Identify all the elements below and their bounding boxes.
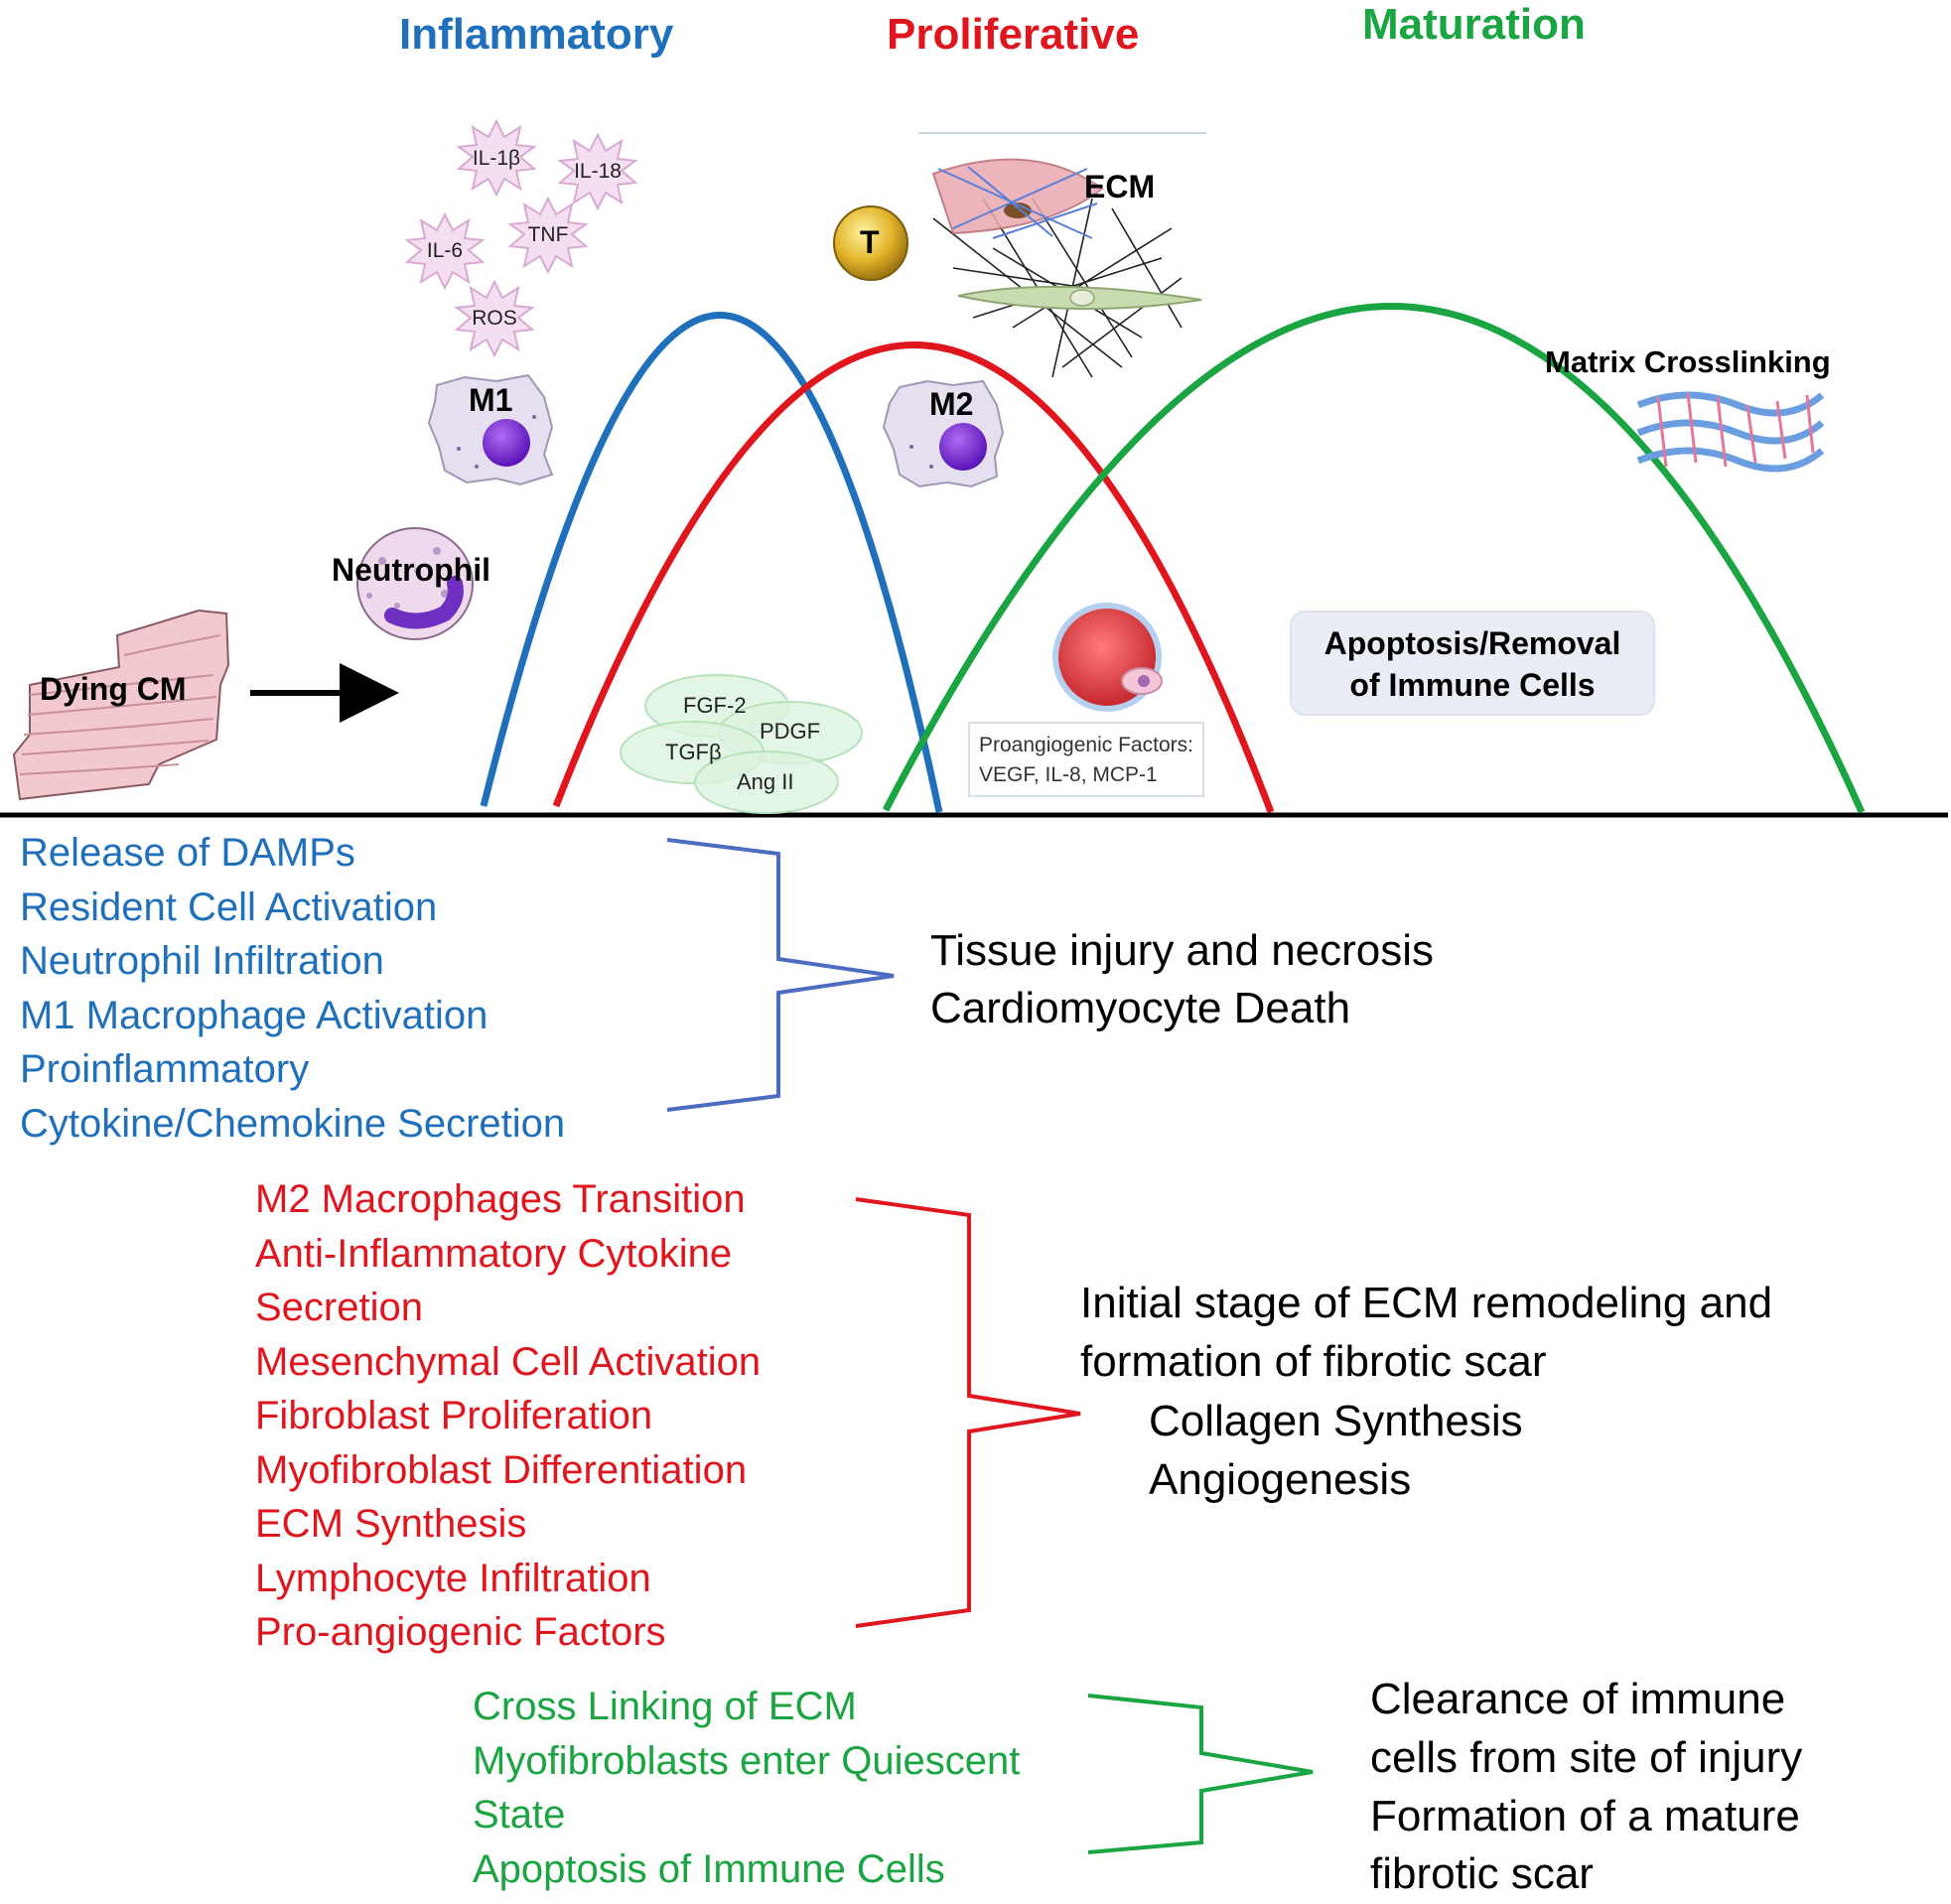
maturation-bracket — [1087, 1694, 1314, 1854]
matrix-crosslinking-label: Matrix Crosslinking — [1545, 344, 1831, 379]
maturation-events-list: Cross Linking of ECM Myofibroblasts ente… — [473, 1680, 1020, 1896]
proliferative-events-list: M2 Macrophages Transition Anti-Inflammat… — [255, 1172, 761, 1660]
phase-title-maturation: Maturation — [1362, 0, 1586, 49]
neutrophil-label: Neutrophil — [332, 552, 490, 588]
list-item: Myofibroblast Differentiation — [255, 1447, 748, 1492]
cytokine-label: IL-6 — [426, 239, 464, 262]
growth-factor-label: TGFβ — [665, 740, 722, 764]
t-cell-illustration — [833, 205, 908, 281]
proliferative-curve — [552, 341, 1275, 814]
growth-factor-label: Ang II — [737, 769, 794, 794]
ecm-label: ECM — [1084, 169, 1156, 204]
list-item: Secretion — [255, 1286, 423, 1329]
proliferative-bracket — [855, 1197, 1081, 1628]
maturation-outcome-line4: fibrotic scar — [1370, 1849, 1594, 1898]
maturation-outcome-line1: Clearance of immune — [1370, 1675, 1786, 1723]
proangiogenic-title: Proangiogenic Factors: — [979, 734, 1193, 756]
apoptosis-box — [1290, 611, 1655, 716]
dying-cm-label: Dying CM — [40, 671, 187, 707]
list-item: Neutrophil Infiltration — [20, 939, 384, 983]
m2-macrophage-illustration — [882, 379, 1005, 488]
maturation-outcome-line3: Formation of a mature — [1370, 1792, 1800, 1840]
inflammatory-curve — [480, 312, 943, 813]
m1-label: M1 — [469, 382, 513, 418]
list-item: Cross Linking of ECM — [473, 1685, 857, 1728]
inflammatory-bracket — [666, 838, 895, 1112]
list-item: M2 Macrophages Transition — [255, 1177, 746, 1221]
phase-title-proliferative: Proliferative — [887, 10, 1140, 59]
list-item: Cytokine/Chemokine Secretion — [20, 1101, 566, 1146]
inflammatory-events-list: Release of DAMPs Resident Cell Activatio… — [20, 826, 565, 1151]
growth-factor-label: FGF-2 — [683, 693, 747, 718]
maturation-outcome-line2: cells from site of injury — [1370, 1733, 1803, 1782]
proliferative-outcome-line1: Initial stage of ECM remodeling and — [1080, 1279, 1773, 1327]
proangiogenic-factors: VEGF, IL-8, MCP-1 — [979, 763, 1158, 786]
list-item: Apoptosis of Immune Cells — [473, 1846, 945, 1891]
cytokine-label: IL-18 — [574, 160, 622, 183]
dying-cm-illustration — [12, 609, 230, 801]
proangiogenic-box — [968, 722, 1204, 797]
list-item: Resident Cell Activation — [20, 884, 438, 929]
matrix-crosslinking-illustration — [1636, 391, 1825, 473]
inflammatory-outcome-line1: Tissue injury and necrosis — [930, 926, 1435, 975]
blood-vessel-illustration — [1052, 603, 1163, 712]
apoptosis-label-line2: of Immune Cells — [1349, 667, 1596, 703]
cytokine-label: IL-1β — [472, 147, 521, 170]
phase-title-inflammatory: Inflammatory — [399, 10, 674, 59]
list-item: Myofibroblasts enter Quiescent — [473, 1738, 1021, 1783]
t-cell-label: T — [860, 224, 880, 260]
apoptosis-label-line1: Apoptosis/Removal — [1324, 625, 1621, 661]
proliferative-outcome-line2: formation of fibrotic scar — [1080, 1337, 1547, 1386]
maturation-curve — [882, 303, 1866, 814]
ecm-illustration — [918, 132, 1206, 378]
m1-macrophage-illustration — [427, 373, 554, 486]
list-item: Mesenchymal Cell Activation — [255, 1339, 762, 1384]
list-item: Proinflammatory — [20, 1047, 310, 1091]
list-item: M1 Macrophage Activation — [20, 993, 488, 1037]
list-item: Release of DAMPs — [20, 831, 355, 875]
growth-factor-label: PDGF — [760, 719, 821, 744]
growth-factor-bubbles — [620, 674, 863, 814]
list-item: Pro-angiogenic Factors — [255, 1610, 666, 1654]
list-item: State — [473, 1793, 566, 1836]
proliferative-outcome-line4: Angiogenesis — [1149, 1455, 1412, 1504]
neutrophil-illustration — [356, 527, 474, 640]
cytokine-bursts — [404, 118, 638, 358]
list-item: Fibroblast Proliferation — [255, 1394, 653, 1437]
cytokine-label: ROS — [472, 307, 517, 330]
list-item: ECM Synthesis — [255, 1502, 527, 1546]
proliferative-outcome-line3: Collagen Synthesis — [1149, 1397, 1523, 1445]
inflammatory-outcome-line2: Cardiomyocyte Death — [930, 984, 1351, 1032]
m2-label: M2 — [929, 386, 974, 422]
cytokine-label: TNF — [527, 223, 569, 246]
list-item: Anti-Inflammatory Cytokine — [255, 1231, 733, 1276]
list-item: Lymphocyte Infiltration — [255, 1556, 651, 1600]
